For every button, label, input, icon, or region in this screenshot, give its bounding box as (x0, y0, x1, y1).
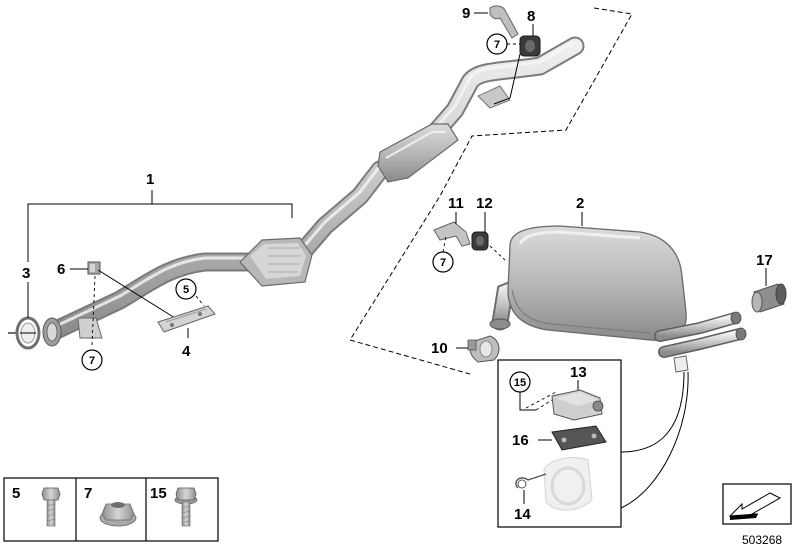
callout-1: 1 (146, 171, 154, 188)
callout-9: 9 (462, 5, 470, 22)
legend-label-15: 15 (150, 485, 167, 502)
flange-bolt-icon (174, 487, 198, 527)
circle-callout-7-mid: 7 (432, 251, 454, 273)
actuator-part-13 (551, 389, 604, 421)
rear-muffler-part-2 (489, 225, 747, 373)
callout-6: 6 (57, 261, 65, 278)
center-resonator (377, 123, 459, 183)
callout-15-circle: 15 (514, 377, 526, 389)
clamp-part-10 (467, 335, 500, 363)
callout-8: 8 (527, 8, 535, 25)
callout-2: 2 (576, 195, 584, 212)
spring-clip-part-14 (515, 473, 547, 489)
legend-label-5: 5 (12, 485, 20, 502)
callout-7-mid: 7 (440, 257, 446, 269)
forward-arrow-icon (728, 492, 782, 517)
rubber-mount-part-8 (519, 35, 541, 57)
callout-16: 16 (512, 432, 529, 449)
valve-flap-ghost (543, 457, 593, 511)
circle-callout-7-top: 7 (486, 33, 508, 55)
direction-arrow-box (722, 483, 792, 525)
bracket-plate-part-16 (551, 425, 607, 451)
front-bracket (77, 317, 103, 339)
actuator-detail-box: 13 15 16 14 (497, 359, 689, 528)
tailpipe-trim-part-17 (751, 283, 787, 313)
callout-17: 17 (756, 252, 773, 269)
front-pipe-assembly (42, 36, 585, 347)
callout-7-top: 7 (494, 39, 500, 51)
clamp-part-3 (8, 316, 41, 350)
heat-shield-part-4 (157, 305, 216, 333)
fastener-legend: 5 7 15 (3, 477, 219, 542)
callout-3: 3 (22, 265, 30, 282)
flange-nut-icon (99, 502, 137, 527)
callout-11: 11 (448, 195, 464, 212)
reference-number: 503268 (742, 533, 782, 547)
callout-4: 4 (182, 343, 191, 360)
circle-callout-15: 15 (509, 371, 531, 393)
callout-13: 13 (570, 364, 587, 381)
callout-10: 10 (431, 340, 448, 357)
callout-1-bracket (27, 190, 293, 262)
legend-label-7: 7 (84, 485, 92, 502)
clip-nut-part-6 (87, 261, 101, 275)
callout-12: 12 (476, 195, 493, 212)
circle-callout-7-front: 7 (81, 349, 103, 371)
bolt-icon (41, 487, 61, 527)
hanger-part-11 (433, 221, 471, 247)
callout-7-front: 7 (89, 355, 95, 367)
rear-section-dashed-frame (349, 7, 633, 375)
circle-callout-5: 5 (175, 278, 197, 300)
callout-5-circle: 5 (183, 284, 189, 296)
callout-14: 14 (514, 506, 531, 523)
pipe-hanger (477, 85, 511, 109)
rubber-mount-part-12 (471, 231, 489, 251)
hanger-bracket-part-9 (489, 5, 519, 39)
